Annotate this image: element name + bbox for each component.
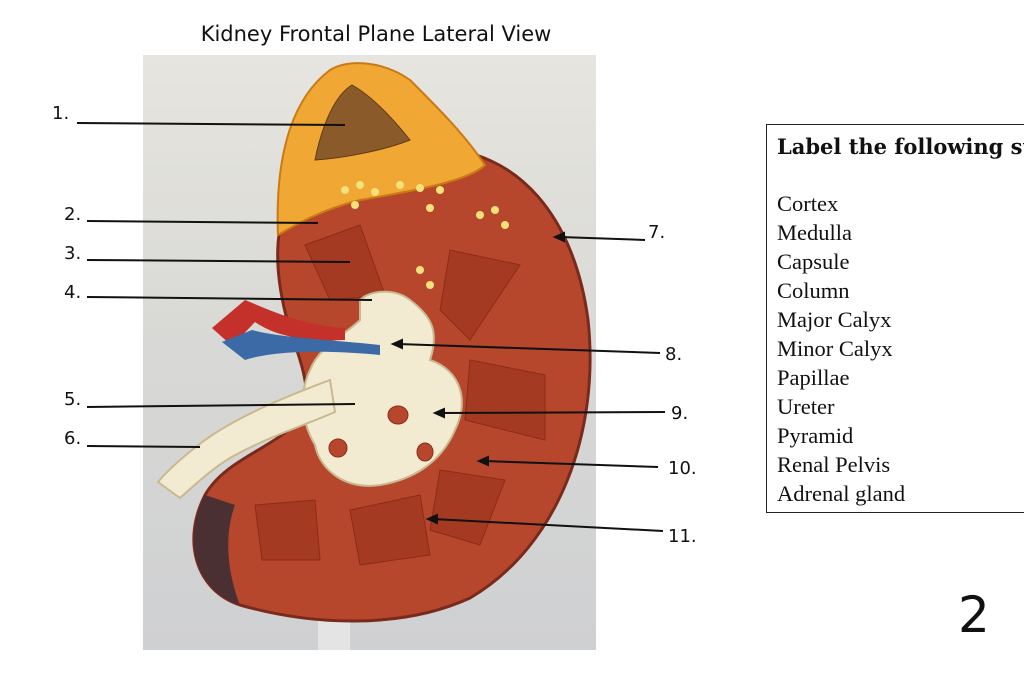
term-item: Pyramid [777, 423, 854, 448]
callout-9: 9. [671, 403, 689, 424]
renal-pelvis [302, 290, 463, 487]
term-item: Medulla [777, 220, 852, 245]
callout-10: 10. [668, 458, 697, 479]
term-item: Minor Calyx [777, 336, 893, 361]
renal-artery [212, 300, 345, 346]
page-number: 2 [958, 586, 990, 644]
kidney-capsule-edge [193, 495, 240, 605]
callout-8: 8. [665, 344, 683, 365]
term-item: Cortex [777, 191, 839, 216]
term-item: Major Calyx [777, 307, 892, 332]
callout-4: 4. [64, 282, 82, 303]
callout-6: 6. [64, 428, 82, 449]
label-list-heading: Label the following structures [777, 134, 1024, 159]
diagram-title: Kidney Frontal Plane Lateral View [200, 22, 552, 46]
term-item: Adrenal gland [777, 481, 906, 506]
callout-2: 2. [64, 204, 82, 225]
label-list-box: Label the following structures Cortex Me… [766, 124, 1024, 513]
callout-1: 1. [52, 103, 70, 124]
callout-5: 5. [64, 389, 82, 410]
callout-3: 3. [64, 243, 82, 264]
glomeruli [341, 181, 509, 289]
calyx-openings [328, 405, 434, 462]
term-item: Ureter [777, 394, 835, 419]
ureter [156, 378, 337, 500]
term-item: Column [777, 278, 850, 303]
term-item: Capsule [777, 249, 850, 274]
renal-vein [222, 330, 380, 360]
callout-11: 11. [668, 526, 697, 547]
term-item: Papillae [777, 365, 850, 390]
leader-lines [76, 122, 666, 532]
term-item: Renal Pelvis [777, 452, 891, 477]
adrenal-medulla [314, 84, 411, 161]
callout-7: 7. [648, 222, 666, 243]
term-list: Cortex Medulla Capsule Column Major Caly… [777, 189, 1024, 508]
